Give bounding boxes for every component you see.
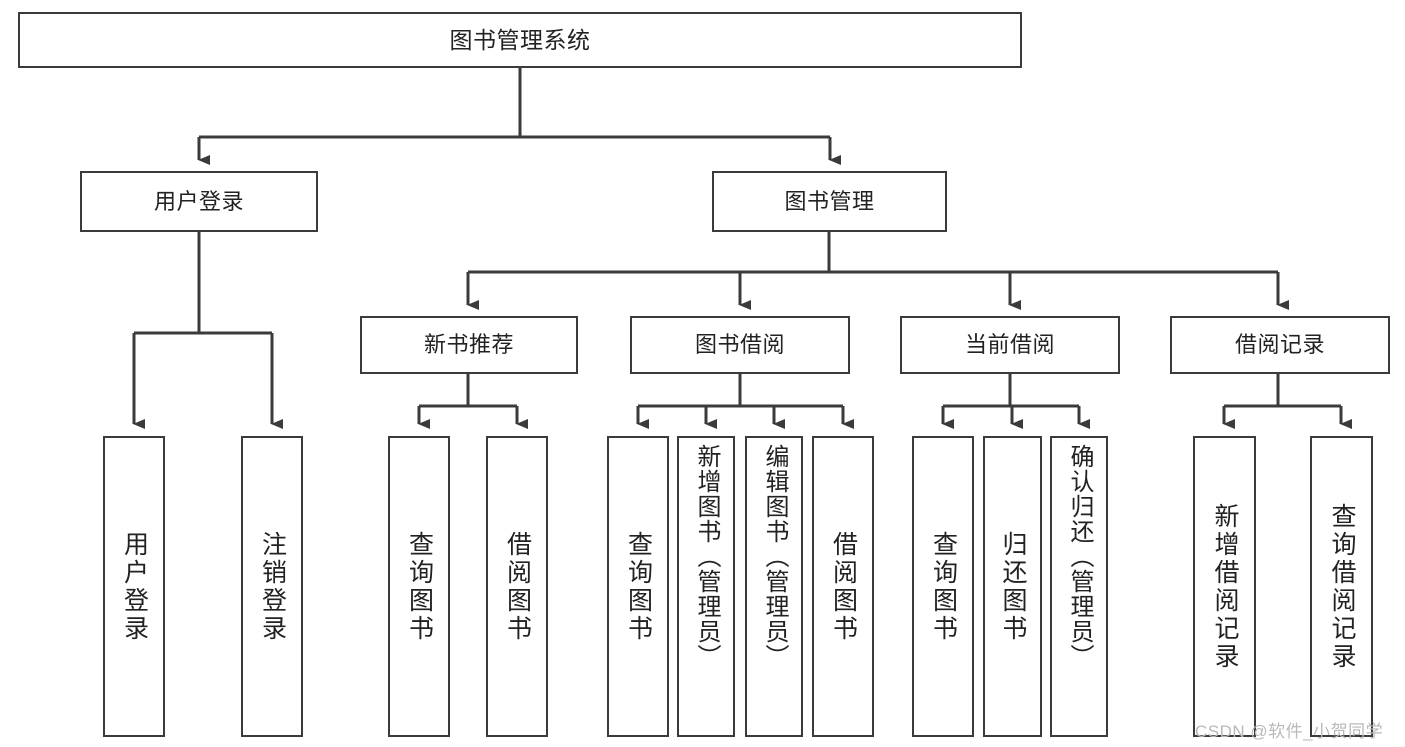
node-leaf-add-record[interactable]: 新增借阅记录 — [1193, 436, 1256, 737]
node-book-borrow[interactable]: 图书借阅 — [630, 316, 850, 374]
node-root-label: 图书管理系统 — [449, 26, 591, 53]
node-leaf-borrow-book-1[interactable]: 借阅图书 — [486, 436, 548, 737]
node-leaf-add-record-label: 新增借阅记录 — [1211, 502, 1239, 671]
node-leaf-logout[interactable]: 注销登录 — [241, 436, 303, 737]
node-leaf-query-book-1-label: 查询图书 — [405, 530, 434, 643]
node-leaf-confirm-return[interactable]: 确认归还（管理员） — [1050, 436, 1108, 737]
node-leaf-return-book-label: 归还图书 — [999, 530, 1027, 643]
node-current-borrow[interactable]: 当前借阅 — [900, 316, 1120, 374]
node-leaf-query-book-2-label: 查询图书 — [624, 530, 653, 643]
node-book-management[interactable]: 图书管理 — [712, 171, 947, 232]
node-leaf-edit-book[interactable]: 编辑图书（管理员） — [745, 436, 803, 737]
node-leaf-query-book-1[interactable]: 查询图书 — [388, 436, 450, 737]
node-leaf-borrow-book-2-label: 借阅图书 — [829, 530, 858, 643]
node-current-borrow-label: 当前借阅 — [964, 332, 1055, 358]
node-leaf-borrow-book-2[interactable]: 借阅图书 — [812, 436, 874, 737]
node-leaf-query-book-2[interactable]: 查询图书 — [607, 436, 669, 737]
node-leaf-confirm-return-label: 确认归还（管理员） — [1066, 444, 1093, 669]
node-borrow-record-label: 借阅记录 — [1234, 332, 1325, 358]
node-book-management-label: 图书管理 — [784, 188, 875, 214]
node-book-borrow-label: 图书借阅 — [694, 332, 785, 358]
node-user-login-label: 用户登录 — [153, 188, 244, 214]
node-leaf-user-login-label: 用户登录 — [120, 530, 149, 643]
node-leaf-add-book-label: 新增图书（管理员） — [693, 444, 720, 669]
node-new-book-recommend-label: 新书推荐 — [423, 332, 514, 358]
node-leaf-query-book-3-label: 查询图书 — [929, 530, 958, 643]
node-leaf-return-book[interactable]: 归还图书 — [983, 436, 1042, 737]
node-new-book-recommend[interactable]: 新书推荐 — [360, 316, 578, 374]
node-leaf-query-record-label: 查询借阅记录 — [1328, 502, 1356, 671]
node-user-login[interactable]: 用户登录 — [80, 171, 318, 232]
node-borrow-record[interactable]: 借阅记录 — [1170, 316, 1390, 374]
node-leaf-edit-book-label: 编辑图书（管理员） — [761, 444, 788, 669]
node-leaf-query-record[interactable]: 查询借阅记录 — [1310, 436, 1373, 737]
node-leaf-user-login[interactable]: 用户登录 — [103, 436, 165, 737]
node-leaf-add-book[interactable]: 新增图书（管理员） — [677, 436, 735, 737]
node-leaf-borrow-book-1-label: 借阅图书 — [503, 530, 532, 643]
node-leaf-query-book-3[interactable]: 查询图书 — [912, 436, 974, 737]
csdn-watermark: CSDN @软件_小贺同学 — [1195, 722, 1384, 741]
node-leaf-logout-label: 注销登录 — [258, 530, 287, 643]
node-root-book-management-system[interactable]: 图书管理系统 — [18, 12, 1022, 68]
